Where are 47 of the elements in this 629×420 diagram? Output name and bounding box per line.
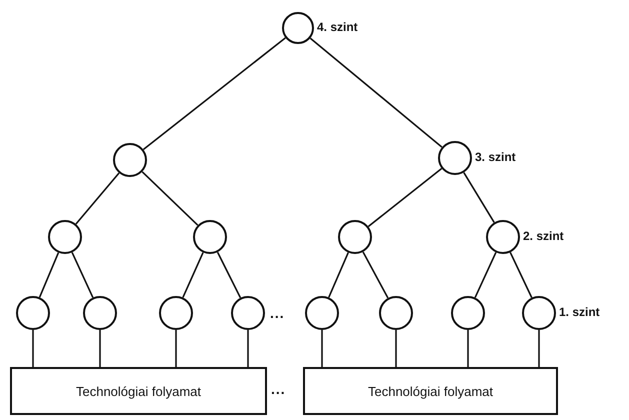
circle-node — [379, 296, 413, 330]
connector-line — [247, 330, 249, 367]
circle-node — [231, 296, 265, 330]
level-label: 4. szint — [317, 20, 358, 34]
circle-node — [83, 296, 117, 330]
level-label: 2. szint — [523, 229, 564, 243]
connector-line — [32, 330, 34, 367]
connector-line — [182, 252, 204, 298]
connector-line — [75, 172, 120, 225]
circle-node — [451, 296, 485, 330]
connector-line — [142, 37, 286, 150]
connector-line — [310, 38, 442, 148]
connector-line — [321, 330, 323, 367]
box-text: Technológiai folyamat — [76, 384, 202, 398]
connector-line — [467, 330, 469, 367]
connector-line — [175, 330, 177, 367]
connector-line — [362, 252, 389, 298]
connector-line — [368, 168, 442, 228]
level-label: 3. szint — [475, 150, 516, 164]
circle-node — [16, 296, 50, 330]
circle-node — [159, 296, 193, 330]
circle-node — [438, 141, 472, 175]
connector-line — [328, 252, 349, 298]
connector-line — [463, 172, 495, 223]
circle-node — [193, 220, 227, 254]
connector-line — [38, 252, 60, 298]
process-box — [303, 367, 558, 415]
ellipsis-text: ... — [271, 381, 286, 397]
circle-node — [338, 220, 372, 254]
circle-node — [522, 296, 556, 330]
box-text: Technológiai folyamat — [368, 384, 494, 398]
level-label: 1. szint — [559, 305, 600, 319]
connector-line — [71, 252, 94, 298]
connector-line — [216, 252, 242, 298]
connector-line — [510, 252, 532, 298]
connector-line — [142, 171, 198, 226]
process-box — [10, 367, 267, 415]
connector-line — [395, 330, 397, 367]
ellipsis-text: ... — [270, 305, 285, 321]
circle-node — [282, 12, 314, 44]
connector-line — [474, 252, 497, 298]
circle-node — [486, 220, 520, 254]
connector-line — [538, 330, 540, 367]
circle-node — [48, 220, 82, 254]
circle-node — [305, 296, 339, 330]
connector-line — [99, 330, 101, 367]
circle-node — [113, 143, 147, 177]
